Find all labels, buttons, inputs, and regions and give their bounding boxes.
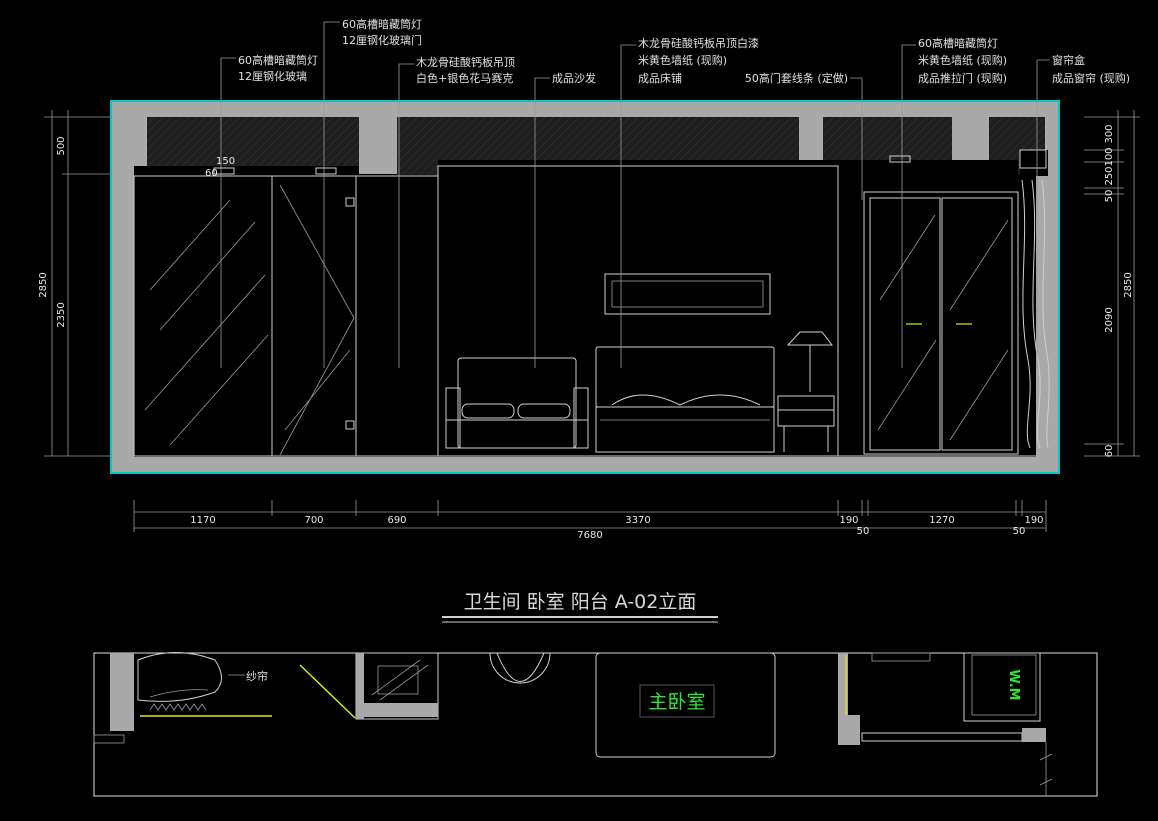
dim-label: 1270: [929, 515, 954, 526]
left-dimensions: 500 2350 2850: [38, 110, 110, 457]
leader-label: 米黄色墙纸 (现购): [918, 53, 1007, 67]
glass-partition: [133, 175, 357, 457]
leader-label: 12厘钢化玻璃: [238, 69, 307, 83]
floor-plan: 纱帘 主卧室 W.M: [93, 652, 1098, 797]
wc-label: W.M: [1006, 669, 1021, 700]
dim-label: 2850: [38, 272, 49, 297]
dim-label: 500: [56, 136, 67, 155]
dim-label: 50: [1104, 190, 1115, 203]
dim-label: 2090: [1104, 307, 1115, 332]
wall-outline: [110, 100, 1060, 474]
dim-label: 2350: [56, 302, 67, 327]
dim-label: 150: [216, 156, 235, 167]
bottom-dimensions: 1170 700 690 3370 190 1270 190 50 50 768…: [133, 500, 1047, 541]
dim-label: 1170: [190, 515, 215, 526]
leader-label: 60高槽暗藏筒灯: [342, 17, 422, 31]
sofa: [445, 357, 589, 449]
dim-label: 190: [839, 515, 858, 526]
curtain: [1019, 149, 1050, 449]
right-dimensions: 300 100 250 50 2090 60 2850: [1084, 110, 1140, 457]
leader-label: 成品推拉门 (现购): [918, 71, 1007, 85]
downlight-marks: 150 60: [205, 155, 911, 179]
leader-label: 木龙骨硅酸钙板吊顶: [416, 55, 515, 69]
sliding-door: [863, 191, 1019, 455]
dim-label: 60: [1104, 445, 1115, 458]
dim-label: 250: [1104, 166, 1115, 185]
dim-label: 2850: [1123, 272, 1134, 297]
drawing-title: 卫生间 卧室 阳台 A-02立面: [442, 591, 718, 623]
leader-label: 成品窗帘 (现购): [1052, 71, 1130, 85]
room-label: 主卧室: [648, 691, 705, 713]
dim-label: 700: [304, 515, 323, 526]
dim-label: 3370: [625, 515, 650, 526]
leader-label: 米黄色墙纸 (现购): [638, 53, 727, 67]
dim-label: 190: [1024, 515, 1043, 526]
leader-label: 木龙骨硅酸钙板吊顶白漆: [638, 36, 759, 50]
dim-label: 50: [1013, 526, 1026, 537]
title-text: 卫生间 卧室 阳台 A-02立面: [464, 591, 697, 613]
bedside-lamp: [777, 331, 835, 452]
dim-label: 100: [1104, 147, 1115, 166]
dim-label: 50: [857, 526, 870, 537]
leader-label: 白色+银色花马赛克: [416, 71, 513, 85]
leader-labels: 60高槽暗藏筒灯 12厘钢化玻璃 60高槽暗藏筒灯 12厘钢化玻璃门 木龙骨硅酸…: [238, 17, 1130, 85]
leader-lines: [220, 21, 1050, 368]
leader-label: 50高门套线条 (定做): [745, 71, 848, 85]
dim-label: 60: [205, 168, 218, 179]
leader-label: 成品床铺: [638, 71, 682, 85]
dim-label: 690: [387, 515, 406, 526]
wall-painting: [604, 273, 771, 315]
leader-label: 12厘钢化玻璃门: [342, 33, 422, 47]
curtain-plan-label: 纱帘: [246, 669, 268, 683]
leader-label: 成品沙发: [552, 71, 596, 85]
leader-label: 60高槽暗藏筒灯: [918, 36, 998, 50]
dim-total: 7680: [577, 530, 602, 541]
leader-label: 窗帘盒: [1052, 53, 1085, 67]
leader-label: 60高槽暗藏筒灯: [238, 53, 318, 67]
bed: [595, 346, 775, 453]
dim-label: 300: [1104, 124, 1115, 143]
